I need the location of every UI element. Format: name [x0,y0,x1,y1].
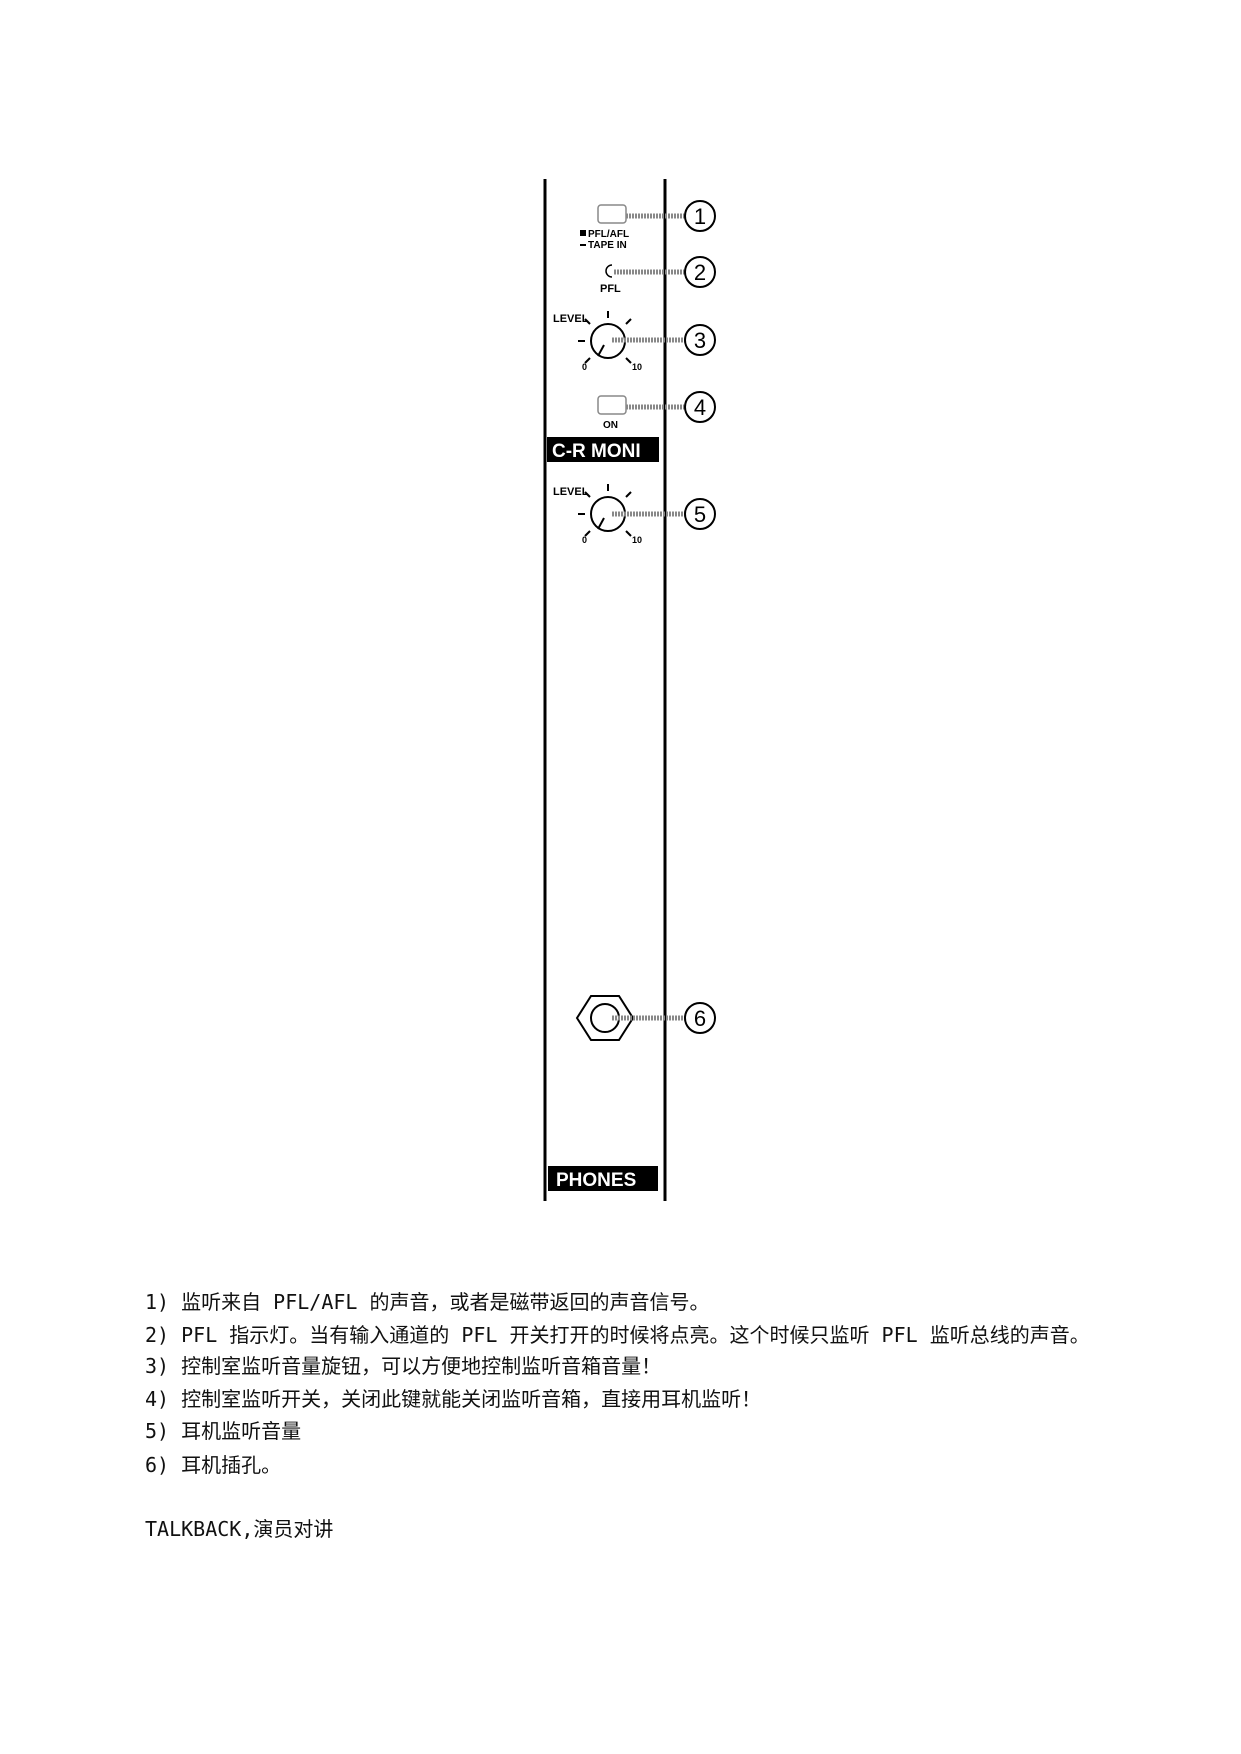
svg-text:1: 1 [694,204,706,229]
phones-title: PHONES [556,1170,636,1191]
list-item: 4) 控制室监听开关，关闭此键就能关闭监听音箱，直接用耳机监听！ [145,1387,762,1411]
phones-banner [548,1166,658,1191]
list-item: 1) 监听来自 PFL/AFL 的声音，或者是磁带返回的声音信号。 [145,1290,710,1314]
level-label: LEVEL [553,313,589,325]
svg-text:4: 4 [694,395,706,420]
svg-text:3: 3 [694,328,706,353]
callout-6: 6 [684,1002,716,1034]
cr-level-knob [578,311,632,364]
list-item: 3) 控制室监听音量旋钮，可以方便地控制监听音箱音量！ [145,1354,662,1378]
section-title: C-R MONI [552,441,641,462]
cr-on-switch [597,395,627,415]
list-item: 5) 耳机监听音量 [145,1419,302,1443]
callout-2: 2 [684,256,716,288]
on-label: ON [603,420,618,431]
max-label: 10 [632,535,642,545]
leader-lines [612,213,685,1021]
min-label: 0 [582,535,587,545]
callout-3: 3 [684,324,716,356]
tape-in-label: TAPE IN [588,240,627,251]
pfl-afl-label: PFL/AFL [588,229,629,240]
section-banner [547,437,659,462]
list-item: 2) PFL 指示灯。当有输入通道的 PFL 开关打开的时候将点亮。这个时候只监… [145,1323,1090,1347]
callout-1: 1 [684,200,716,232]
section-heading-talkback: TALKBACK,演员对讲 [145,1517,334,1541]
min-label: 0 [582,362,587,372]
pfl-led-icon [605,264,613,278]
callout-4: 4 [684,391,716,423]
callout-5: 5 [684,498,716,530]
list-item: 6) 耳机插孔。 [145,1453,282,1477]
released-icon [580,244,586,246]
phones-jack-icon [575,995,635,1041]
max-label: 10 [632,362,642,372]
pressed-icon [580,230,586,236]
svg-text:5: 5 [694,502,706,527]
level-label: LEVEL [553,486,589,498]
svg-text:2: 2 [694,260,706,285]
pfl-led-label: PFL [600,283,621,295]
svg-text:6: 6 [694,1006,706,1031]
phones-level-knob [578,484,632,537]
pfl-afl-switch [597,204,627,224]
